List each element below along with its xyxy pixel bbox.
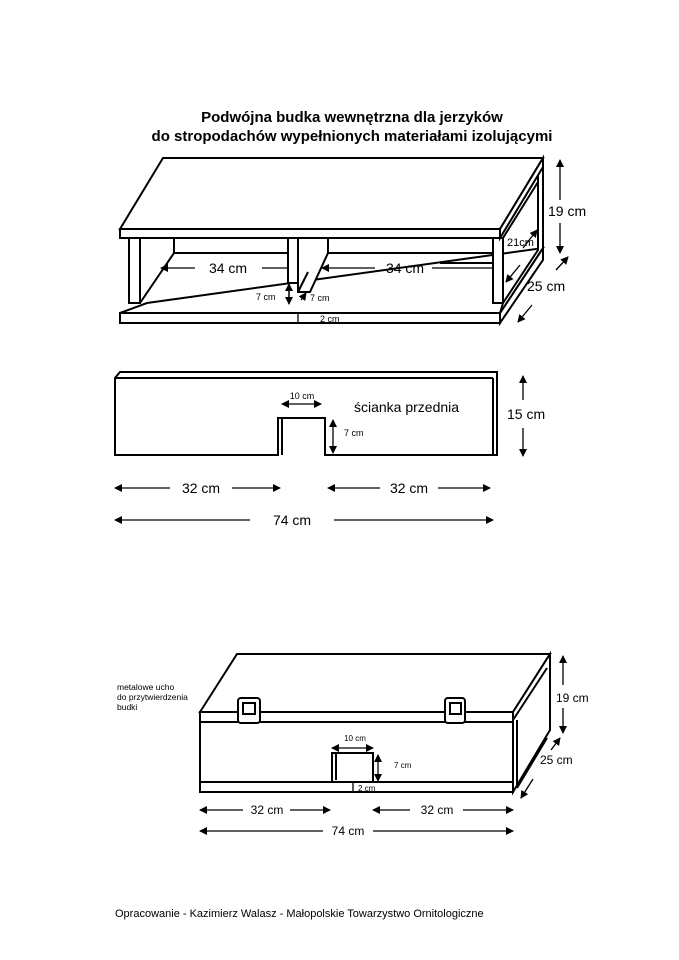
dim-right-segment-3: 32 cm — [421, 803, 454, 817]
dim-panel-height: 15 cm — [507, 406, 545, 422]
bracket-note-line-3: budki — [117, 702, 137, 712]
floor-top-face — [119, 246, 546, 314]
lid-side — [499, 154, 544, 242]
open-box-drawing: 34 cm 34 cm 7 cm 7 cm 2 cm 19 cm 21cm 25… — [118, 154, 586, 327]
divider — [287, 237, 299, 284]
dim-right-segment: 32 cm — [390, 480, 428, 496]
floor-front — [119, 312, 501, 324]
dim-divider-gap-left: 7 cm — [256, 292, 276, 302]
bracket-note-line-1: metalowe ucho — [117, 682, 174, 692]
dim-right-chamber: 34 cm — [386, 260, 424, 276]
front-panel-drawing: ścianka przednia 10 cm 7 cm 15 cm 32 cm … — [114, 371, 545, 528]
footer-credit: Opracowanie - Kazimierz Walasz - Małopol… — [115, 908, 484, 920]
dim-hole-width-3: 10 cm — [344, 734, 366, 743]
dim-depth: 25 cm — [527, 278, 565, 294]
dim-hole-width: 10 cm — [290, 391, 315, 401]
dim-left-chamber: 34 cm — [209, 260, 247, 276]
right-post — [492, 237, 504, 304]
dim-height: 19 cm — [548, 203, 586, 219]
dim-total-length-3: 74 cm — [332, 824, 365, 838]
dim-hole-height: 7 cm — [344, 428, 364, 438]
closed-box-drawing: metalowe ucho do przytwierdzenia budki 1… — [117, 650, 589, 838]
dim-floor-thickness: 2 cm — [320, 314, 340, 324]
left-post — [128, 237, 141, 304]
dim-floor-thickness-3: 2 cm — [358, 784, 376, 793]
dim-divider-gap-right: 7 cm — [310, 293, 330, 303]
lid-front — [119, 228, 501, 239]
title-line-2: do stropodachów wypełnionych materiałami… — [152, 128, 553, 145]
dim-hole-height-3: 7 cm — [394, 761, 412, 770]
front-panel — [114, 371, 498, 456]
dim-total-length: 74 cm — [273, 512, 311, 528]
dim-left-segment: 32 cm — [182, 480, 220, 496]
lid-top-face — [118, 157, 545, 230]
metal-bracket-left — [237, 697, 261, 724]
entrance-hole — [331, 752, 374, 783]
panel-label: ścianka przednia — [354, 399, 459, 415]
bracket-note-line-2: do przytwierdzenia — [117, 692, 188, 702]
box-side — [512, 650, 551, 796]
title-line-1: Podwójna budka wewnętrzna dla jerzyków — [201, 109, 503, 126]
dim-left-segment-3: 32 cm — [251, 803, 284, 817]
dim-depth-3: 25 cm — [540, 753, 573, 767]
dim-height-3: 19 cm — [556, 691, 589, 705]
dim-inner-depth: 21cm — [507, 237, 534, 249]
